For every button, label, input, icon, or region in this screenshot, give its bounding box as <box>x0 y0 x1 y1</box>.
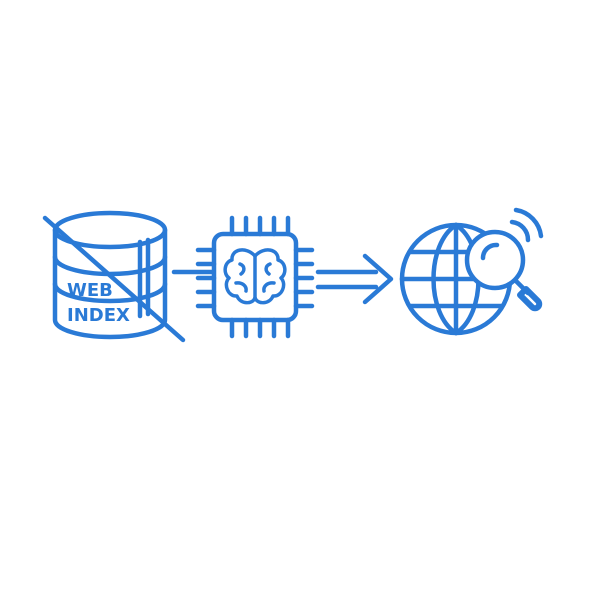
right-arrow-icon <box>315 253 394 305</box>
database-label-line2: INDEX <box>67 305 130 326</box>
brain-icon <box>223 248 287 305</box>
database-label-line1: WEB <box>67 280 113 301</box>
strike-through-line <box>42 215 186 343</box>
cpu-chip-icon <box>195 215 315 339</box>
signal-waves-icon <box>509 207 544 243</box>
magnifier-icon <box>464 229 543 312</box>
database-label: WEB INDEX <box>67 280 130 326</box>
